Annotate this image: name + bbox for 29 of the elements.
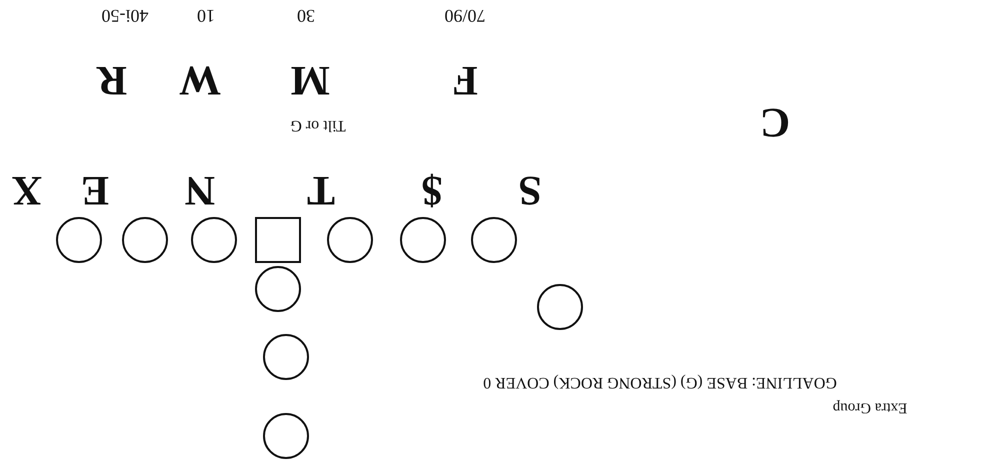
position-letter: C [760, 101, 790, 143]
player-circle [400, 217, 446, 263]
technique-number: 40i-50 [102, 7, 148, 25]
player-circle [537, 284, 583, 330]
position-letter: $ [422, 169, 442, 211]
position-letter: X [12, 169, 42, 211]
technique-number: 10 [197, 7, 215, 25]
center-square [255, 217, 301, 263]
player-circle [471, 217, 517, 263]
player-circle [263, 334, 309, 380]
position-letter: T [307, 169, 335, 211]
position-letter: M [290, 59, 330, 101]
player-circle [327, 217, 373, 263]
position-letter: N [184, 169, 216, 211]
position-letter: S [518, 169, 542, 211]
player-circle [56, 217, 102, 263]
position-letter: F [452, 59, 478, 101]
technique-number: 30 [297, 7, 315, 25]
player-circle [255, 266, 301, 312]
formation-title: GOALLINE: BASE (G) (STRONG ROCK) COVER 0 [483, 374, 837, 390]
player-circle [122, 217, 168, 263]
caption-text: Extra Group [832, 400, 908, 414]
technique-number: 70/90 [444, 7, 486, 25]
player-circle [191, 217, 237, 263]
note-text: Tilt or G [290, 117, 346, 133]
position-letter: W [179, 59, 221, 101]
position-letter: E [81, 169, 109, 211]
position-letter: R [96, 59, 128, 101]
player-circle [263, 413, 309, 459]
